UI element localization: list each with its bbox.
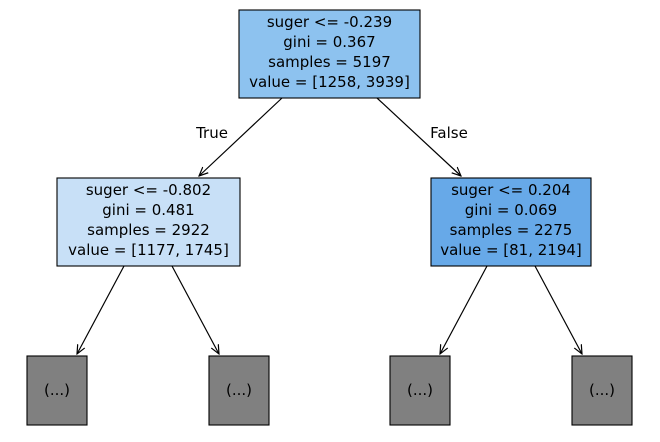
right-gini: gini = 0.069 (465, 201, 557, 219)
leaf-node-4: (...) (571, 355, 633, 426)
edge-left-to-leaf-1 (77, 265, 125, 354)
root-gini: gini = 0.367 (283, 33, 375, 51)
edge-label-true: True (195, 124, 228, 142)
left-node-box (56, 177, 241, 267)
leaf-node-3: (...) (389, 355, 451, 426)
edge-label-false: False (430, 124, 468, 142)
root-split-condition: suger <= -0.239 (267, 13, 392, 31)
leaf-node-3-label: (...) (407, 381, 433, 399)
leaf-node-4-box (571, 355, 633, 426)
root-samples: samples = 5197 (268, 53, 391, 71)
leaf-node-2: (...) (208, 355, 270, 426)
left-gini: gini = 0.481 (102, 201, 194, 219)
right-node-box (430, 177, 592, 267)
root-node: suger <= -0.239 gini = 0.367 samples = 5… (238, 9, 421, 99)
root-node-box (238, 9, 421, 99)
edge-left-to-leaf-2 (171, 265, 219, 354)
edges (77, 97, 582, 354)
edge-right-to-leaf-4 (534, 265, 582, 354)
left-value: value = [1177, 1745] (68, 241, 229, 259)
left-samples: samples = 2922 (87, 221, 210, 239)
right-samples: samples = 2275 (450, 221, 573, 239)
leaf-node-3-box (389, 355, 451, 426)
root-value: value = [1258, 3939] (249, 73, 410, 91)
edge-right-to-leaf-3 (440, 265, 488, 354)
leaf-node-1-label: (...) (44, 381, 70, 399)
right-split-condition: suger <= 0.204 (451, 181, 571, 199)
leaf-node-2-box (208, 355, 270, 426)
leaf-node-1-box (26, 355, 88, 426)
edge-root-to-right (376, 97, 461, 176)
left-split-condition: suger <= -0.802 (86, 181, 211, 199)
left-node: suger <= -0.802 gini = 0.481 samples = 2… (56, 177, 241, 267)
leaf-node-4-label: (...) (589, 381, 615, 399)
right-node: suger <= 0.204 gini = 0.069 samples = 22… (430, 177, 592, 267)
leaf-node-1: (...) (26, 355, 88, 426)
edge-root-to-left (199, 97, 283, 176)
right-value: value = [81, 2194] (440, 241, 582, 259)
leaf-node-2-label: (...) (226, 381, 252, 399)
